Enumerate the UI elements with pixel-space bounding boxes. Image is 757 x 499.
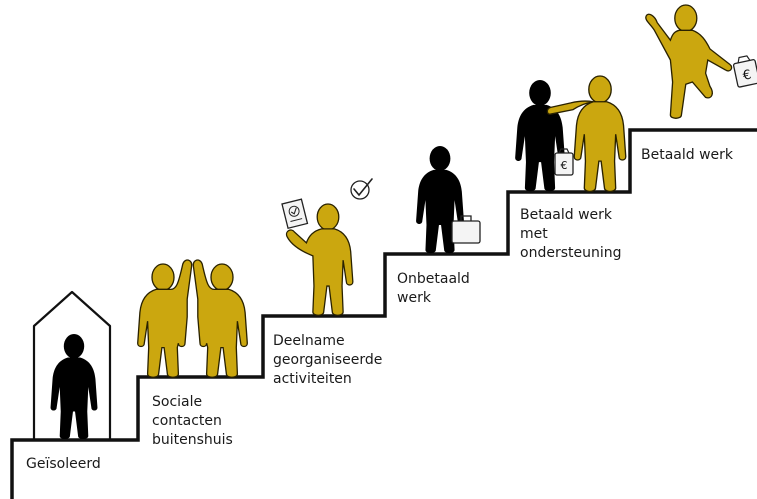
person-high-five-left [137,259,193,378]
checkmark-circle-icon [350,178,373,200]
person-jumping [645,4,733,119]
staircase-line [10,128,757,499]
euro-symbol: € [561,159,568,172]
person-supporter [546,75,627,193]
euro-symbol: € [741,68,752,84]
checklist-paper-icon [281,198,309,230]
euro-bag-icon: € [554,148,574,176]
euro-bag-icon: € [732,55,757,88]
house-outline-icon [32,290,112,440]
step-label-betaald: Betaald werk [641,147,734,163]
person-isolated [50,334,98,440]
step-label-geisoleerd: Geïsoleerd [26,456,101,472]
step-label-betaald-ondersteuning: Betaald werk met ondersteuning [520,207,622,261]
step-label-sociale-contacten: Sociale contacten buitenshuis [152,394,233,448]
person-high-five-right [192,259,248,378]
step-label-onbetaald: Onbetaald werk [397,271,470,306]
briefcase-icon [451,215,481,244]
step-label-deelname: Deelname georganiseerde activiteiten [273,333,383,387]
person-with-checklist [285,203,354,316]
